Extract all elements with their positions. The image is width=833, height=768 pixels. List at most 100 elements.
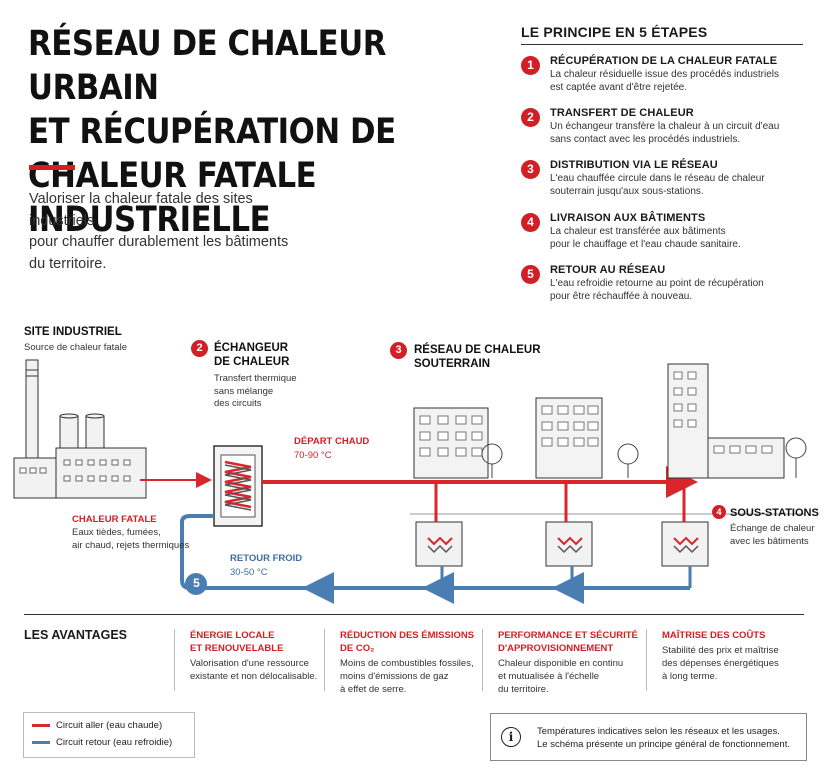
step-description: Un échangeur transfère la chaleur à un c… [550, 120, 800, 146]
exchanger-desc-line: Transfert thermique [214, 373, 297, 384]
network-title-line: RÉSEAU DE CHALEUR [414, 344, 541, 356]
advantage-desc-line: Valorisation d'une ressource [190, 658, 309, 669]
step-number-badge: 3 [521, 160, 540, 179]
advantage-item: RÉDUCTION DES ÉMISSIONS DE CO₂ Moins de … [340, 629, 490, 696]
advantage-desc-line: à effet de serre. [340, 684, 407, 695]
advantage-desc-line: moins d'émissions de gaz [340, 671, 449, 682]
step-desc-line: sans contact avec les procédés industrie… [550, 134, 741, 145]
step-description: L'eau refroidie retourne au point de réc… [550, 277, 800, 303]
step-desc-line: L'eau refroidie retourne au point de réc… [550, 278, 764, 289]
page-title: RÉSEAU DE CHALEUR URBAIN ET RÉCUPÉRATION… [28, 22, 442, 242]
advantage-desc-line: Chaleur disponible en continu [498, 658, 624, 669]
exchanger-number-badge: 2 [191, 340, 208, 357]
step-desc-line: est captée avant d'être rejetée. [550, 82, 687, 93]
site-subtitle: Source de chaleur fatale [24, 342, 127, 353]
advantage-item: PERFORMANCE ET SÉCURITÉ D'APPROVISIONNEM… [498, 629, 648, 696]
advantage-desc-line: du territoire. [498, 684, 549, 695]
info-icon: i [501, 727, 521, 747]
principle-rule [521, 44, 803, 45]
column-divider [482, 629, 483, 691]
step-5: 5 RETOUR AU RÉSEAU L'eau refroidie retou… [521, 264, 811, 304]
network-title: RÉSEAU DE CHALEUR SOUTERRAIN [414, 343, 541, 371]
depart-temperature: 70-90 °C [294, 450, 332, 461]
step-desc-line: La chaleur est transférée aux bâtiments [550, 226, 726, 237]
step-1: 1 RÉCUPÉRATION DE LA CHALEUR FATALE La c… [521, 55, 811, 95]
site-title: SITE INDUSTRIEL [24, 326, 122, 338]
column-divider [646, 629, 647, 691]
advantage-desc-line: Moins de combustibles fossiles, [340, 658, 474, 669]
substations-desc-line: Échange de chaleur [730, 523, 815, 534]
title-line-2: ET RÉCUPÉRATION DE [28, 112, 396, 152]
column-divider [324, 629, 325, 691]
advantage-title: MAÎTRISE DES COÛTS [662, 630, 766, 641]
advantage-title: ET RENOUVELABLE [190, 643, 284, 654]
note-line: Températures indicatives selon les résea… [537, 726, 780, 737]
substations-drawing [415, 482, 709, 588]
step-title: RÉCUPÉRATION DE LA CHALEUR FATALE [550, 55, 778, 67]
step-description: L'eau chauffée circule dans le réseau de… [550, 172, 800, 198]
network-number-badge: 3 [390, 342, 407, 359]
exchanger-title: ÉCHANGEUR DE CHALEUR [214, 341, 289, 369]
advantage-title: PERFORMANCE ET SÉCURITÉ [498, 630, 638, 641]
advantages-separator [24, 614, 804, 615]
intro-text: Valoriser la chaleur fatale des sites in… [29, 189, 319, 275]
column-divider [174, 629, 175, 691]
step-description: La chaleur résiduelle issue des procédés… [550, 68, 800, 94]
note-line: Le schéma présente un principe général d… [537, 739, 790, 750]
buildings-drawing [413, 363, 807, 479]
return-badge-circle [185, 573, 207, 595]
retour-temperature: 30-50 °C [230, 567, 268, 578]
step-4: 4 LIVRAISON AUX BÂTIMENTS La chaleur est… [521, 212, 811, 252]
intro-line-2: pour chauffer durablement les bâtiments [29, 234, 289, 250]
step-desc-line: Un échangeur transfère la chaleur à un c… [550, 121, 780, 132]
intro-line-3: du territoire. [29, 255, 107, 272]
step-title: DISTRIBUTION VIA LE RÉSEAU [550, 159, 718, 171]
substations-number-badge: 4 [712, 505, 726, 519]
legend-cold-label: Circuit retour (eau refroidie) [56, 737, 173, 748]
step-desc-line: pour le chauffage et l'eau chaude sanita… [550, 239, 741, 250]
legend-hot-swatch [32, 723, 50, 727]
step-number-badge: 2 [521, 108, 540, 127]
intro-line-1: Valoriser la chaleur fatale des sites in… [29, 191, 253, 229]
step-2: 2 TRANSFERT DE CHALEUR Un échangeur tran… [521, 107, 811, 147]
retour-label: RETOUR FROID [230, 553, 303, 564]
exchanger-title-line: DE CHALEUR [214, 356, 290, 368]
heat-exchanger-drawing [213, 445, 263, 527]
advantage-item: MAÎTRISE DES COÛTS Stabilité des prix et… [662, 629, 812, 683]
step-desc-line: L'eau chauffée circule dans le réseau de… [550, 173, 765, 184]
substations-description: Échange de chaleur avec les bâtiments [730, 523, 815, 548]
legend-cold: Circuit retour (eau refroidie) [32, 737, 172, 748]
step-description: La chaleur est transférée aux bâtiments p… [550, 225, 800, 251]
fatale-desc-line: air chaud, rejets thermiques [72, 539, 190, 551]
legend-hot: Circuit aller (eau chaude) [32, 720, 162, 731]
step-title: LIVRAISON AUX BÂTIMENTS [550, 212, 706, 224]
legend-box: Circuit aller (eau chaude) Circuit retou… [23, 712, 195, 758]
fatale-desc-line: Eaux tièdes, fumées, [72, 527, 161, 538]
advantage-title: DE CO₂ [340, 643, 375, 654]
step-desc-line: La chaleur résiduelle issue des procédés… [550, 69, 780, 80]
title-line-3: CHALEUR FATALE INDUSTRIELLE [28, 156, 317, 240]
exchanger-desc-line: sans mélange [214, 385, 274, 397]
advantage-desc-line: à long terme. [662, 671, 718, 682]
advantage-title: D'APPROVISIONNEMENT [498, 643, 614, 654]
heat-network-diagram [13, 359, 807, 604]
industrial-site-drawing [13, 359, 147, 499]
title-accent-rule [29, 165, 75, 170]
advantage-item: ÉNERGIE LOCALE ET RENOUVELABLE Valorisat… [190, 629, 340, 683]
step-desc-line: souterrain jusqu'aux sous-stations. [550, 186, 704, 197]
note-text: Températures indicatives selon les résea… [537, 725, 790, 751]
step-number-badge: 1 [521, 56, 540, 75]
substations-desc-line: avec les bâtiments [730, 535, 809, 547]
legend-cold-swatch [32, 740, 50, 744]
exchanger-title-line: ÉCHANGEUR [214, 342, 289, 354]
title-line-1: RÉSEAU DE CHALEUR URBAIN [28, 24, 387, 108]
advantage-title: ÉNERGIE LOCALE [190, 630, 275, 641]
info-note: i Températures indicatives selon les rés… [490, 713, 807, 761]
exchanger-description: Transfert thermique sans mélange des cir… [214, 373, 297, 411]
legend-hot-label: Circuit aller (eau chaude) [56, 720, 163, 731]
step-number-badge: 4 [521, 213, 540, 232]
fatale-label: CHALEUR FATALE [72, 514, 157, 525]
